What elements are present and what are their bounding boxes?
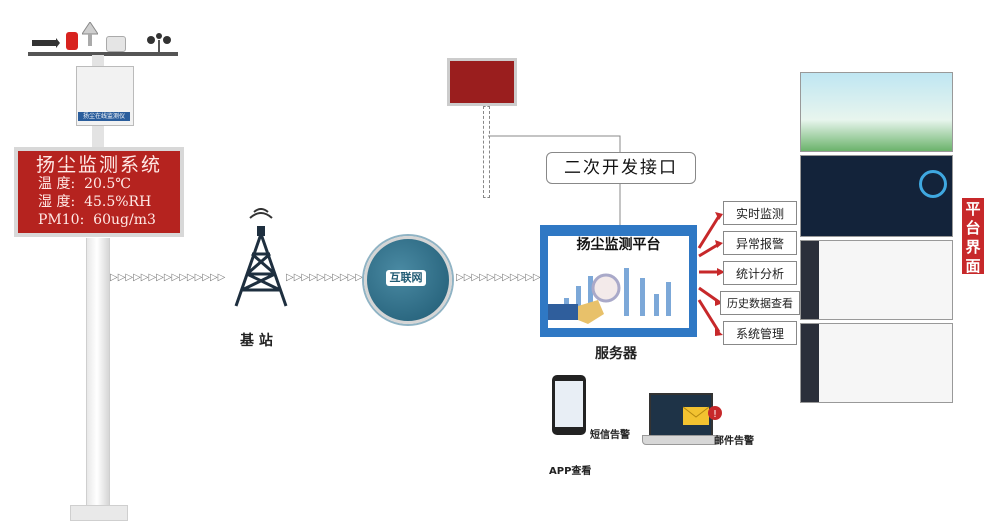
rain-sensor-icon	[82, 22, 98, 46]
arrow-chain-3: ▷▷▷▷▷▷▷▷▷▷▷	[456, 272, 541, 283]
server-bar	[654, 294, 659, 316]
laptop-base	[642, 435, 720, 445]
platform-screen-table	[800, 240, 953, 320]
api-interface-box: 二次开发接口	[546, 152, 696, 184]
gauge-icon	[919, 170, 947, 198]
led-row-humidity: 湿 度: 45.5%RH	[38, 194, 152, 210]
mini-pole	[483, 106, 490, 198]
alarm-light-icon	[66, 32, 78, 50]
phone-screen	[555, 381, 583, 427]
anemometer-icon	[147, 33, 171, 54]
function-arrows	[697, 212, 725, 336]
platform-label: 平台界面	[962, 198, 984, 275]
server-bar	[588, 276, 593, 316]
envelope-icon: !	[683, 406, 722, 425]
screen-sidebar	[801, 241, 819, 319]
led-row-pm10: PM10: 60ug/m3	[38, 212, 156, 228]
platform-screen-login	[800, 72, 953, 152]
monitor-box-label: 扬尘在线监测仪	[78, 112, 130, 121]
internet-label: 互联网	[386, 270, 426, 286]
function-history[interactable]: 历史数据查看	[720, 291, 800, 315]
function-alarm[interactable]: 异常报警	[723, 231, 797, 255]
server-title: 扬尘监测平台	[576, 237, 661, 253]
tower-label: 基 站	[240, 333, 273, 349]
arrow-chain-2: ▷▷▷▷▷▷▷▷▷▷	[286, 272, 363, 283]
server-bar	[640, 278, 645, 316]
function-realtime[interactable]: 实时监测	[723, 201, 797, 225]
function-statistics[interactable]: 统计分析	[723, 261, 797, 285]
server-bar	[624, 268, 629, 316]
led-display-board: 扬尘监测系统 温 度: 20.5℃ 湿 度: 45.5%RH PM10: 60u…	[14, 147, 184, 237]
sms-alert-label: 短信告警	[590, 430, 630, 441]
connector-lines	[488, 135, 621, 226]
server-bar	[666, 282, 671, 316]
mini-led-display	[447, 58, 517, 106]
app-view-label: APP查看	[549, 466, 592, 477]
magnifier-icon	[548, 273, 621, 324]
screen-sidebar	[801, 324, 819, 402]
sensor-crossbar	[28, 52, 178, 56]
signal-tower-icon	[234, 208, 288, 307]
server-bar	[576, 286, 581, 316]
function-system[interactable]: 系统管理	[723, 321, 797, 345]
wind-vane-icon	[32, 38, 60, 48]
noise-sensor-icon	[106, 36, 126, 52]
pole-base	[70, 505, 128, 521]
station-pole	[86, 238, 110, 518]
platform-screen-dashboard	[800, 155, 953, 237]
arrow-chain-1: ▷▷▷▷▷▷▷▷▷▷▷▷▷▷▷	[110, 272, 226, 283]
platform-screen-records	[800, 323, 953, 403]
server-label: 服务器	[595, 346, 637, 362]
led-title: 扬尘监测系统	[36, 154, 163, 176]
email-alert-label: 邮件告警	[714, 436, 754, 447]
svg-text:!: !	[713, 409, 717, 420]
led-row-temperature: 温 度: 20.5℃	[38, 176, 131, 192]
